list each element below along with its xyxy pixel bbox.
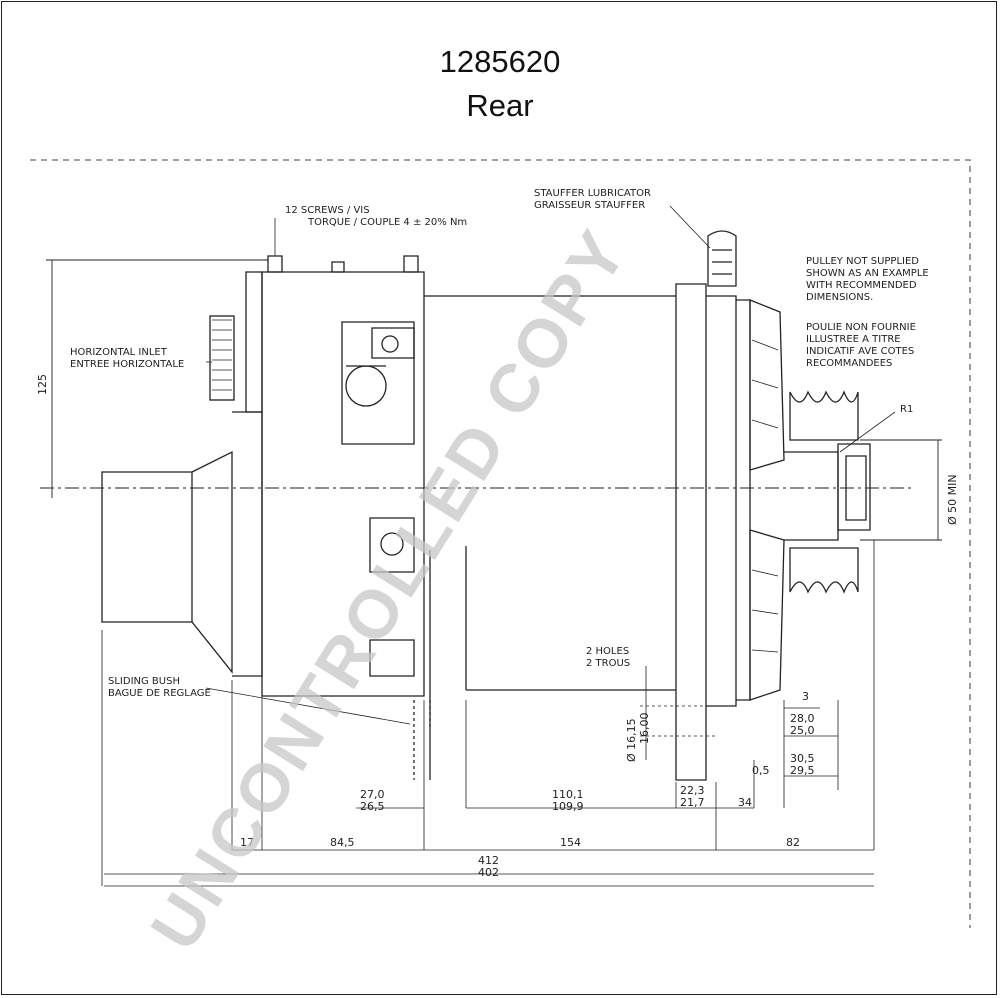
dim-125: 125: [36, 374, 49, 395]
stauffer-note-en: STAUFFER LUBRICATOR: [534, 188, 651, 199]
dim-25-0: 25,0: [790, 724, 815, 737]
dim-110-1: 110,1: [552, 788, 584, 801]
dim-412: 412: [478, 854, 499, 867]
stauffer-note-fr: GRAISSEUR STAUFFER: [534, 200, 645, 211]
drawing-geometry: [30, 159, 971, 928]
part-number-title: 1285620: [439, 44, 561, 79]
dim-hole-a: Ø 16,15: [625, 718, 638, 762]
screws-note: 12 SCREWS / VIS: [285, 205, 370, 216]
dim-17: 17: [240, 836, 254, 849]
dim-21-7: 21,7: [680, 796, 705, 809]
dim-82: 82: [786, 836, 800, 849]
bush-note-fr: BAGUE DE REGLAGE: [108, 688, 211, 699]
pulley-note-en-2: SHOWN AS AN EXAMPLE: [806, 268, 929, 279]
dim-3: 3: [802, 690, 809, 703]
inlet-note-fr: ENTREE HORIZONTALE: [70, 359, 184, 370]
pulley-note-fr-2: ILLUSTREE A TITRE: [806, 334, 901, 345]
dim-34: 34: [738, 796, 752, 809]
holes-note-en: 2 HOLES: [586, 646, 629, 657]
pulley-note-en-1: PULLEY NOT SUPPLIED: [806, 256, 919, 267]
dim-0-5: 0,5: [752, 764, 770, 777]
dim-28-0: 28,0: [790, 712, 815, 725]
dim-dia-50-min: Ø 50 MIN: [946, 474, 959, 525]
pulley-note-fr-4: RECOMMANDEES: [806, 358, 892, 369]
dim-154: 154: [560, 836, 581, 849]
dim-109-9: 109,9: [552, 800, 584, 813]
pulley-note-fr-3: INDICATIF AVE COTES: [806, 346, 914, 357]
dim-402: 402: [478, 866, 499, 879]
pulley-note-en-3: WITH RECOMMENDED: [806, 280, 917, 291]
inlet-note-en: HORIZONTAL INLET: [70, 347, 168, 358]
dim-hole-b: 16,00: [638, 713, 651, 745]
bush-note-en: SLIDING BUSH: [108, 676, 180, 687]
pulley-note-en-4: DIMENSIONS.: [806, 292, 873, 303]
dim-84-5: 84,5: [330, 836, 355, 849]
dim-30-5: 30,5: [790, 752, 815, 765]
dim-29-5: 29,5: [790, 764, 815, 777]
dim-27-0: 27,0: [360, 788, 385, 801]
view-subtitle: Rear: [466, 88, 534, 123]
torque-note: TORQUE / COUPLE 4 ± 20% Nm: [307, 217, 467, 228]
dim-26-5: 26,5: [360, 800, 385, 813]
dim-22-3: 22,3: [680, 784, 705, 797]
holes-note-fr: 2 TROUS: [586, 658, 630, 669]
radius-note: R1: [900, 404, 913, 415]
pulley-note-fr-1: POULIE NON FOURNIE: [806, 322, 916, 333]
